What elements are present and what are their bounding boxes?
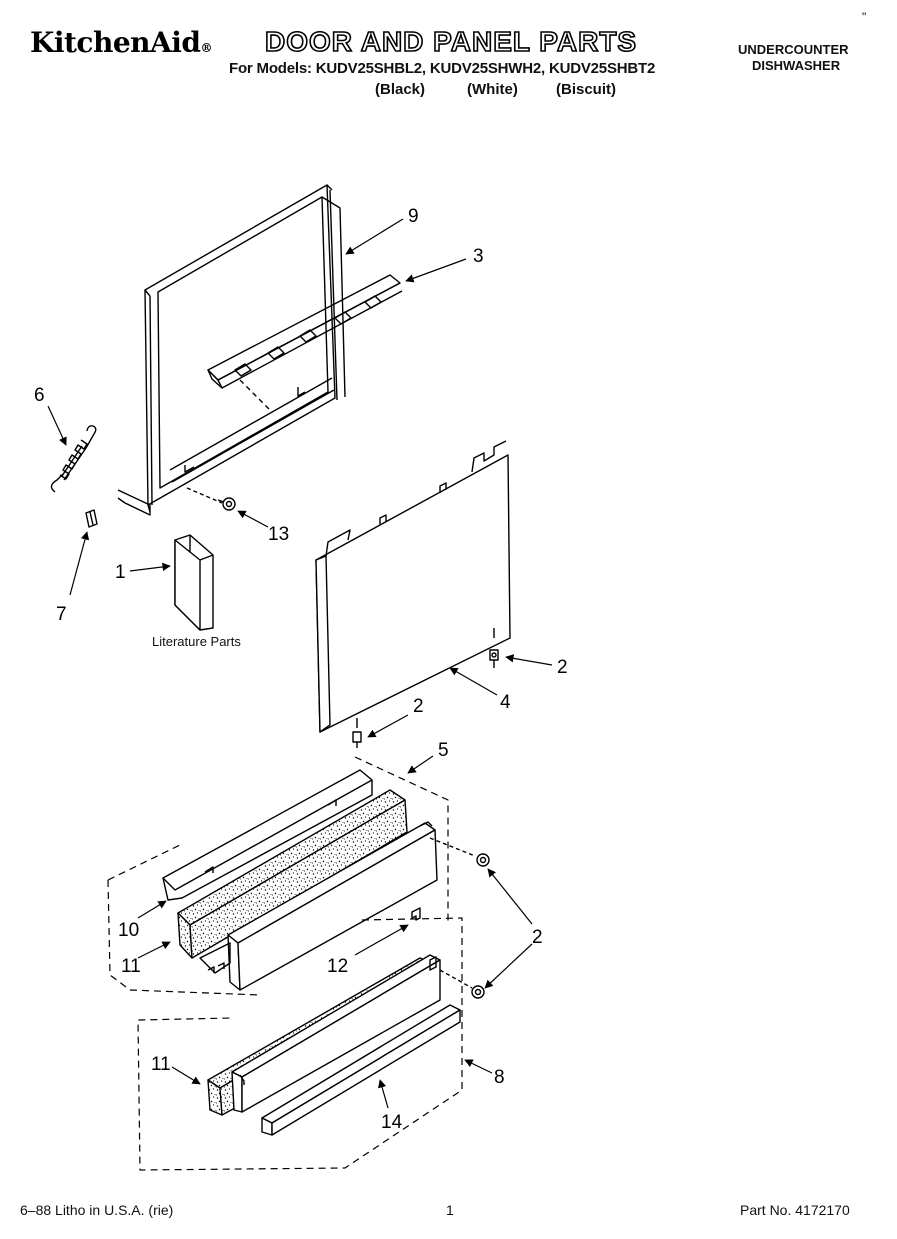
appliance-type-line2: DISHWASHER	[752, 58, 841, 73]
screw-2d-part	[439, 969, 485, 999]
screw-2a-part	[489, 649, 499, 668]
variant-white: (White)	[467, 81, 518, 98]
group-5-outline	[107, 756, 449, 996]
group-8-outline	[137, 917, 463, 1171]
literature-part	[174, 534, 214, 631]
callout-13: 13	[268, 524, 289, 545]
corner-mark: "	[862, 10, 867, 24]
models-line: For Models: KUDV25SHBL2, KUDV25SHWH2, KU…	[229, 60, 656, 77]
footer-page-number: 1	[446, 1202, 454, 1218]
callout-2c: 2	[532, 927, 543, 948]
callout-12: 12	[327, 956, 348, 977]
appliance-type-line1: UNDERCOUNTER	[738, 42, 849, 57]
clip-part	[85, 509, 98, 528]
page-title: DOOR AND PANEL PARTS	[264, 25, 638, 58]
callout-3: 3	[473, 246, 484, 267]
callout-1: 1	[115, 562, 126, 583]
footer-print-info: 6–88 Litho in U.S.A. (rie)	[20, 1202, 174, 1218]
variant-biscuit: (Biscuit)	[556, 81, 616, 98]
callout-11-upper: 11	[121, 956, 141, 977]
screw-2c-part	[429, 837, 490, 867]
brand-registered-mark: ®	[200, 41, 212, 55]
brand-logo: KitchenAid®	[30, 26, 212, 59]
screw-2b-part	[352, 731, 362, 748]
brand-name: KitchenAid	[30, 26, 201, 59]
door-spring-part	[50, 425, 97, 493]
callout-8: 8	[494, 1067, 505, 1088]
hinge-bracket-part	[207, 274, 403, 411]
leader-arrows	[47, 218, 553, 1109]
callout-4: 4	[500, 692, 511, 713]
variant-black: (Black)	[375, 81, 426, 98]
lower-panel-12-part	[199, 821, 438, 991]
callout-6: 6	[34, 385, 45, 406]
toe-strip-14-part	[261, 1004, 461, 1136]
callout-14: 14	[381, 1112, 403, 1133]
door-frame-part	[117, 184, 346, 516]
callout-11-lower: 11	[151, 1054, 171, 1075]
callout-5: 5	[438, 740, 449, 761]
callout-2b: 2	[413, 696, 424, 717]
lower-rail-8-part	[231, 954, 441, 1113]
insulation-11-upper-part	[177, 789, 408, 959]
screw-13-part	[186, 487, 236, 511]
door-panel-part	[315, 440, 511, 733]
callout-7: 7	[56, 604, 67, 625]
trim-channel-part	[162, 769, 373, 901]
callout-9: 9	[408, 206, 419, 227]
literature-parts-label: Literature Parts	[152, 634, 241, 649]
footer-part-number: Part No. 4172170	[740, 1202, 850, 1218]
callout-2a: 2	[557, 657, 568, 678]
callout-10: 10	[118, 920, 139, 941]
